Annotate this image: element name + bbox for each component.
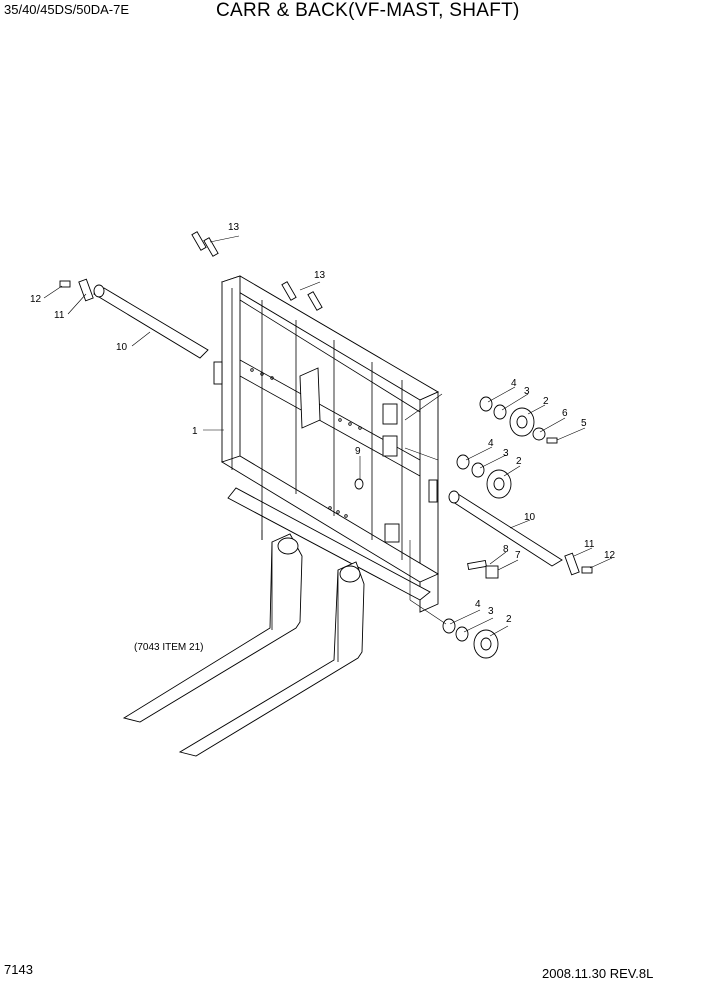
stopper-bolt (467, 559, 487, 571)
callout-10-right: 10 (524, 512, 536, 523)
callout-9: 9 (355, 446, 361, 457)
leader-lines (43, 235, 613, 637)
callout-2-middle: 2 (516, 456, 522, 467)
callout-2-upper: 2 (543, 396, 549, 407)
page-title: CARR & BACK(VF-MAST, SHAFT) (216, 0, 520, 21)
roller-lower (442, 618, 499, 659)
pins-right (281, 281, 323, 311)
callout-5: 5 (581, 418, 587, 429)
shaft-left (93, 284, 209, 359)
callout-3-upper: 3 (524, 386, 530, 397)
callout-10-left: 10 (116, 342, 128, 353)
bolt-left (59, 280, 71, 288)
carriage-frame (213, 275, 439, 613)
callout-3-middle: 3 (503, 448, 509, 459)
callout-1: 1 (192, 426, 198, 437)
reference-note: (7043 ITEM 21) (134, 642, 203, 653)
fork-left (122, 533, 303, 723)
roller-upper (479, 396, 558, 444)
plate-left (78, 278, 94, 302)
callout-12-left: 12 (30, 294, 42, 305)
callout-8: 8 (503, 544, 509, 555)
callout-4-middle: 4 (488, 438, 494, 449)
page-number: 7143 (4, 962, 33, 977)
pins-left (191, 231, 219, 257)
callout-6: 6 (562, 408, 568, 419)
bolt-right (581, 566, 593, 574)
stopper-block (485, 565, 499, 579)
callout-4-lower: 4 (475, 599, 481, 610)
plate-right (564, 552, 580, 576)
callout-7: 7 (515, 550, 521, 561)
callout-4-upper: 4 (511, 378, 517, 389)
callout-13-right: 13 (314, 270, 326, 281)
revision-date: 2008.11.30 REV.8L (542, 966, 654, 981)
callout-2-lower: 2 (506, 614, 512, 625)
callout-11-left: 11 (54, 310, 65, 321)
callout-13-left: 13 (228, 222, 240, 233)
callout-3-lower: 3 (488, 606, 494, 617)
roller-middle (456, 454, 512, 499)
model-code: 35/40/45DS/50DA-7E (4, 2, 130, 17)
callout-labels: 1 2 2 2 3 3 3 4 4 4 5 6 7 8 9 10 10 11 1… (30, 222, 616, 653)
shaft-right (448, 490, 563, 567)
fork-right (178, 561, 365, 757)
callout-12-right: 12 (604, 550, 616, 561)
grease-fitting (354, 478, 364, 490)
callout-11-right: 11 (584, 539, 595, 550)
